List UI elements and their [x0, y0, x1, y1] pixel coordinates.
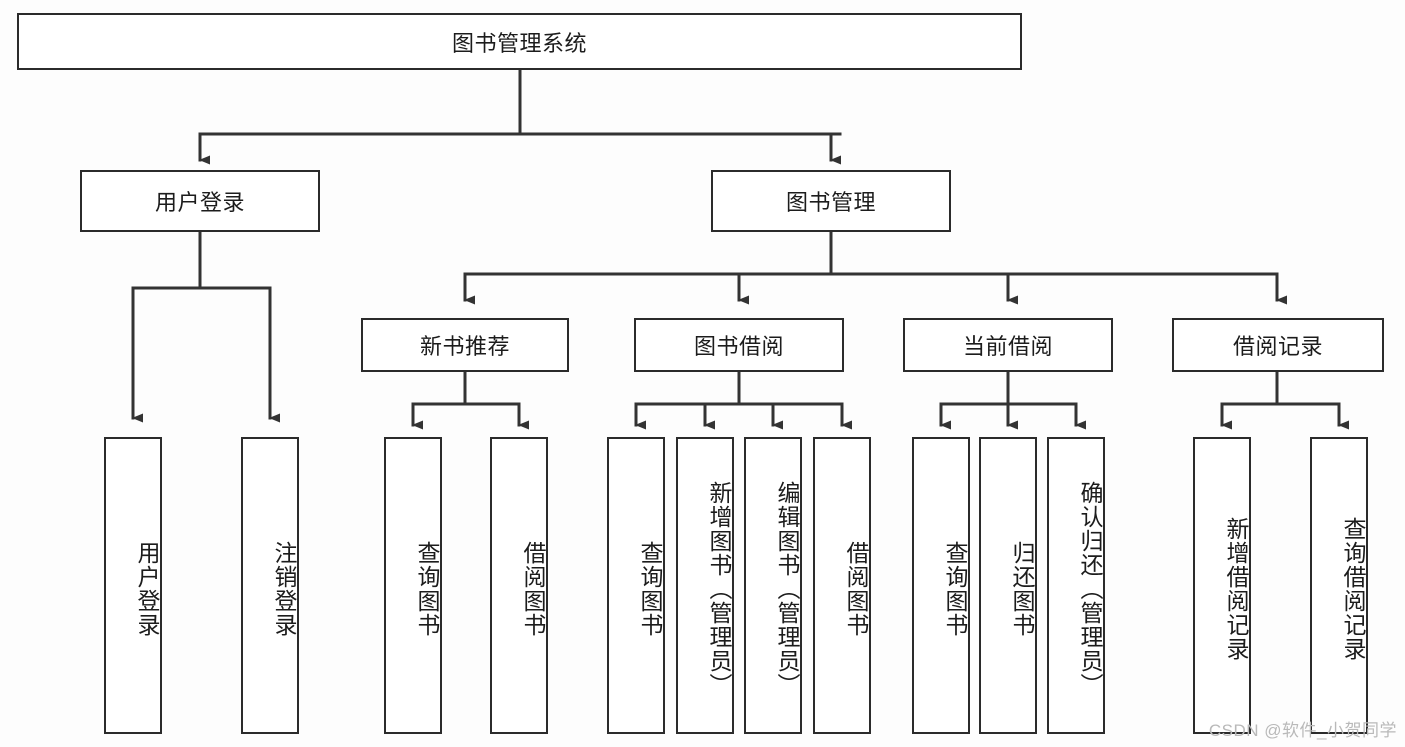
leaf-add-book-admin-label: 新增图书（管理员） — [706, 480, 732, 697]
leaf-add-borrow-record[interactable]: 新增借阅记录 — [1193, 437, 1251, 734]
node-current-borrow-label: 当前借阅 — [962, 334, 1053, 359]
node-current-borrow[interactable]: 当前借阅 — [903, 318, 1113, 372]
node-user-login-label: 用户登录 — [154, 190, 245, 215]
node-book-management[interactable]: 图书管理 — [711, 170, 951, 232]
leaf-query-book-borrow[interactable]: 查询图书 — [607, 437, 665, 734]
leaf-borrow-book-borrow-label: 借阅图书 — [843, 540, 869, 637]
leaf-borrow-book-newbook[interactable]: 借阅图书 — [490, 437, 548, 734]
node-user-login[interactable]: 用户登录 — [80, 170, 320, 232]
leaf-add-borrow-record-label: 新增借阅记录 — [1223, 516, 1249, 661]
leaf-query-book-current[interactable]: 查询图书 — [912, 437, 970, 734]
node-root-label: 图书管理系统 — [451, 30, 587, 56]
leaf-query-borrow-record[interactable]: 查询借阅记录 — [1310, 437, 1368, 734]
leaf-query-borrow-record-label: 查询借阅记录 — [1340, 516, 1366, 661]
node-book-borrow[interactable]: 图书借阅 — [634, 318, 844, 372]
node-root[interactable]: 图书管理系统 — [17, 13, 1022, 70]
leaf-edit-book-admin[interactable]: 编辑图书（管理员） — [744, 437, 802, 734]
leaf-edit-book-admin-label: 编辑图书（管理员） — [774, 480, 800, 697]
leaf-borrow-book-borrow[interactable]: 借阅图书 — [813, 437, 871, 734]
leaf-query-book-current-label: 查询图书 — [942, 540, 968, 637]
leaf-return-book[interactable]: 归还图书 — [979, 437, 1037, 734]
leaf-user-login-label: 用户登录 — [134, 540, 160, 637]
leaf-confirm-return-admin-label: 确认归还（管理员） — [1077, 480, 1103, 697]
leaf-add-book-admin[interactable]: 新增图书（管理员） — [676, 437, 734, 734]
leaf-confirm-return-admin[interactable]: 确认归还（管理员） — [1047, 437, 1105, 734]
leaf-logout[interactable]: 注销登录 — [241, 437, 299, 734]
node-borrow-records[interactable]: 借阅记录 — [1172, 318, 1384, 372]
node-book-management-label: 图书管理 — [785, 190, 876, 215]
leaf-query-book-newbook-label: 查询图书 — [414, 540, 440, 637]
leaf-query-book-newbook[interactable]: 查询图书 — [384, 437, 442, 734]
watermark-text: CSDN @软件_小贺同学 — [1208, 721, 1397, 740]
leaf-query-book-borrow-label: 查询图书 — [637, 540, 663, 637]
node-borrow-records-label: 借阅记录 — [1232, 334, 1323, 359]
leaf-logout-label: 注销登录 — [271, 540, 297, 637]
node-new-book-recommend-label: 新书推荐 — [419, 334, 510, 359]
leaf-borrow-book-newbook-label: 借阅图书 — [520, 540, 546, 637]
node-book-borrow-label: 图书借阅 — [693, 334, 784, 359]
leaf-user-login[interactable]: 用户登录 — [104, 437, 162, 734]
node-new-book-recommend[interactable]: 新书推荐 — [361, 318, 569, 372]
leaf-return-book-label: 归还图书 — [1009, 540, 1035, 637]
